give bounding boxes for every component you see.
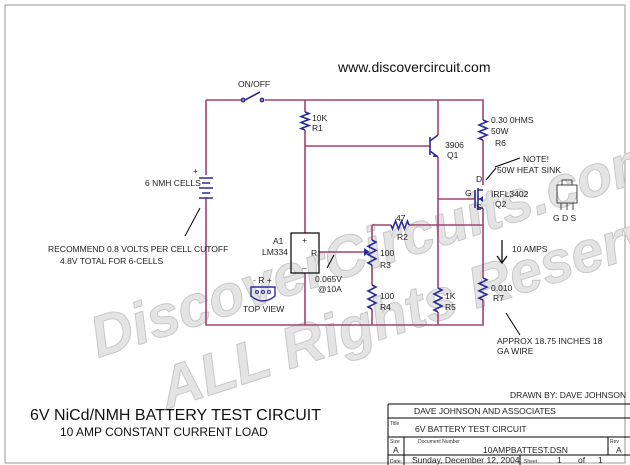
components-r7-ref: R7 — [493, 293, 504, 303]
components-r2-ref: R2 — [397, 232, 408, 242]
components-a1-value: LM334 — [262, 247, 288, 257]
title-block-date: Sunday, December 12, 2004 — [412, 455, 520, 465]
website-url: www.discovercircuit.com — [337, 59, 490, 75]
title-block-rev: A — [616, 445, 622, 455]
resistor-r6 — [476, 119, 490, 141]
components-q2-d: D — [476, 174, 482, 184]
wire-note-1: APPROX 18.75 INCHES 18 — [497, 336, 603, 346]
voltage-note-1: 0.065V — [315, 274, 342, 284]
drawing-frame — [4, 4, 626, 464]
components-package-label: TOP VIEW — [243, 304, 284, 314]
wires — [205, 99, 484, 326]
resistors — [298, 111, 490, 313]
note-line1: NOTE! — [523, 154, 549, 164]
title-block-sheets: 1 — [598, 455, 603, 465]
components-r6-ref: R6 — [495, 138, 506, 148]
title-block-sheet: 1 — [557, 455, 562, 465]
resistor-r7 — [477, 277, 489, 301]
title-block-size: A — [393, 445, 399, 455]
components-r4-ref: R4 — [380, 302, 391, 312]
title-block-doc-label: Document Number — [418, 439, 460, 445]
cutoff-note-1: RECOMMEND 0.8 VOLTS PER CELL CUTOFF — [48, 244, 228, 254]
title-block-title-label: Title — [390, 421, 399, 427]
components-q1-ref: Q1 — [447, 150, 459, 160]
components-a1-r: R — [311, 248, 317, 258]
components-a1-minus: – — [302, 263, 307, 273]
components-q1-value: 3906 — [445, 140, 464, 150]
components-q2-s: S — [476, 202, 482, 212]
components-r2-value: 47 — [396, 213, 406, 223]
components-gds: G D S — [553, 213, 576, 223]
title-block-doc: 10AMPBATTEST.DSN — [483, 445, 568, 455]
resistor-r2 — [390, 218, 410, 232]
components-switch-label: ON/OFF — [238, 79, 270, 89]
lm334-package: - R + TOP VIEW — [243, 275, 284, 314]
mosfet-package: G D S — [553, 179, 578, 223]
components-battery-plus: + — [193, 166, 198, 176]
current-label: 10 AMPS — [512, 244, 548, 254]
voltage-note-2: @10A — [318, 284, 342, 294]
components-q2-g: G — [465, 188, 472, 198]
title-block-rev-label: Rev — [610, 439, 619, 445]
components-package-pins: - R + — [253, 275, 272, 285]
components-r6-value: 0.30 0HMS — [491, 115, 534, 125]
title-block-of-label: of — [578, 455, 586, 465]
components-r3-value: 100 — [380, 248, 394, 258]
components-r3-ref: R3 — [380, 260, 391, 270]
title-block-title: 6V BATTERY TEST CIRCUIT — [415, 424, 527, 434]
potentiometer-r3 — [366, 239, 378, 266]
resistor-r5 — [432, 287, 444, 313]
circuit-title: 6V NiCd/NMH BATTERY TEST CIRCUIT — [30, 407, 321, 424]
title-block-size-label: Size — [390, 439, 400, 445]
components-r1-value: 10K — [312, 113, 327, 123]
resistor-r4 — [366, 284, 378, 310]
components-q2-value: IRFL3402 — [491, 189, 529, 199]
components-r7-value: 0.010 — [491, 283, 513, 293]
title-block: DRAWN BY: DAVE JOHNSON DAVE JOHNSON AND … — [387, 390, 630, 465]
components-a1-plus: + — [302, 235, 307, 245]
components-r5-value: 1K — [445, 291, 456, 301]
circuit-subtitle: 10 AMP CONSTANT CURRENT LOAD — [60, 425, 268, 439]
components-r1-ref: R1 — [312, 123, 323, 133]
cutoff-note-2: 4.8V TOTAL FOR 6-CELLS — [60, 256, 163, 266]
battery: + 6 NMH CELLS — [145, 166, 213, 237]
on-off-switch: ON/OFF — [238, 79, 270, 103]
title-block-sheet-label: Sheet — [524, 459, 538, 465]
wire-note-2: GA WIRE — [497, 346, 534, 356]
title-block-date-label: Date: — [390, 459, 402, 465]
note-line2: 50W HEAT SINK — [497, 165, 561, 175]
components-r4-value: 100 — [380, 291, 394, 301]
components-battery-label: 6 NMH CELLS — [145, 178, 201, 188]
components-r6-power: 50W — [491, 126, 508, 136]
components-q2-ref: Q2 — [495, 199, 507, 209]
components-a1-ref: A1 — [273, 236, 284, 246]
lm334-current-source: A1 LM334 + R – — [262, 232, 320, 274]
title-block-company: DAVE JOHNSON AND ASSOCIATES — [414, 406, 556, 416]
title-block-drawn-by: DRAWN BY: DAVE JOHNSON — [510, 390, 626, 400]
current-arrow-icon — [496, 240, 508, 265]
resistor-r1 — [298, 111, 312, 131]
components-r5-ref: R5 — [445, 302, 456, 312]
